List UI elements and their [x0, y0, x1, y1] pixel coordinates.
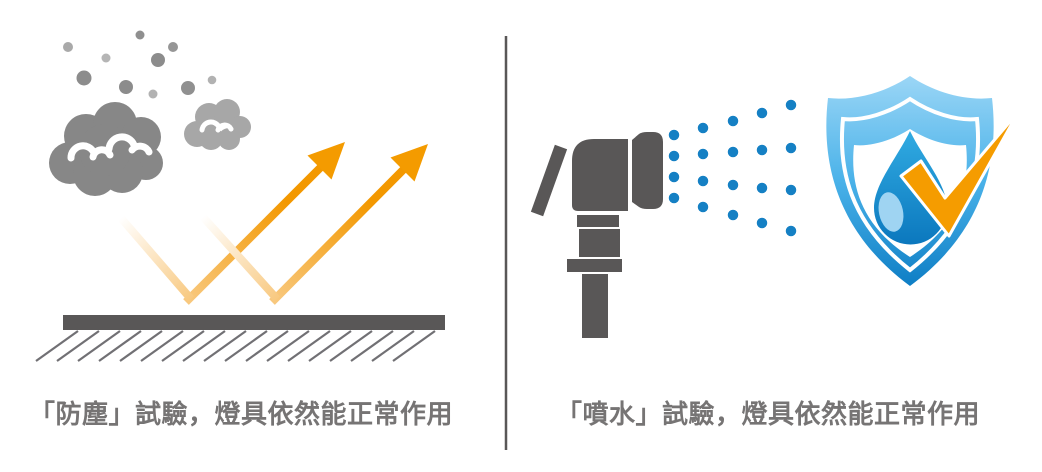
water-spray-test-caption: 「噴水」試驗，燈具依然能正常作用 — [556, 399, 981, 429]
spray-nozzle-icon — [530, 132, 663, 338]
dust-cloud-small-icon — [184, 99, 251, 150]
reflected-arrow-icon — [183, 142, 345, 305]
reflected-arrow-icon — [269, 144, 428, 305]
incoming-ray-icon — [117, 215, 195, 302]
dust-cloud-large-icon — [49, 102, 163, 196]
incoming-ray-icon — [200, 214, 280, 302]
ground-surface-icon — [35, 315, 445, 362]
water-shield-icon — [826, 76, 1021, 286]
dust-test-caption: 「防塵」試驗，燈具依然能正常作用 — [29, 399, 454, 429]
water-spray-dots — [666, 97, 799, 239]
checkmark-icon — [899, 109, 1021, 238]
dust-particles — [63, 30, 217, 99]
